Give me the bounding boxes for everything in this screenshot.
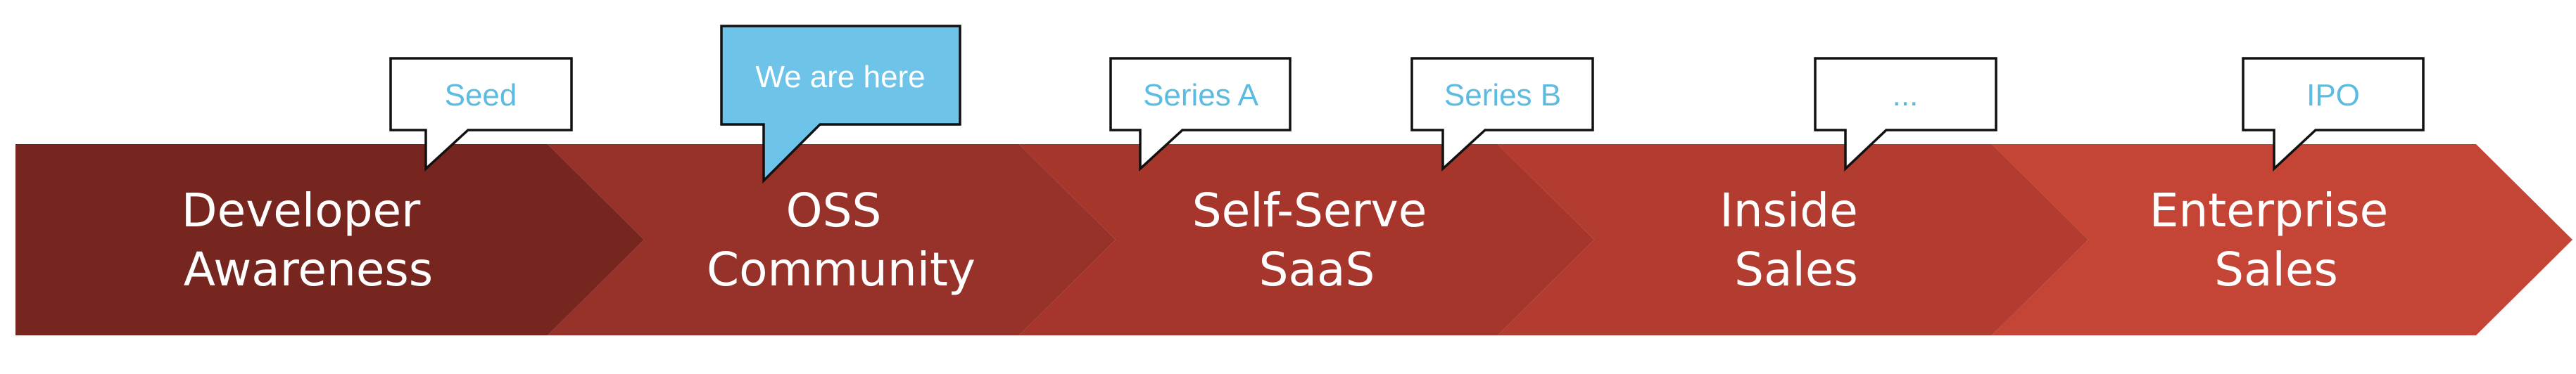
stage-label-self-serve-saas: Self-Serve SaaS [1192,183,1442,297]
stage-band-oss-community [548,144,1116,335]
stage-bands [15,144,2572,335]
callout-ipo: IPO [2242,57,2425,172]
callout-ellipsis: ... [1814,57,1997,172]
callout-label-we-are-here: We are here [755,60,925,94]
stage-label-oss-community: OSS Community [707,183,976,297]
callout-bubble-ellipsis [1814,57,1997,172]
stage-label-enterprise-sales: Enterprise Sales [2149,183,2404,297]
callout-series-b: Series B [1410,57,1594,172]
callout-we-are-here: We are here [720,25,961,184]
funding-callouts: Seed We are here Series A Series B ... I… [389,25,2425,184]
stage-label-developer-awareness: Developer Awareness [182,183,435,297]
callout-bubble-series-a [1109,57,1292,172]
callout-seed: Seed [389,57,573,172]
callout-bubble-we-are-here [720,25,961,184]
callout-label-series-b: Series B [1444,78,1561,112]
stage-label-inside-sales: Inside Sales [1719,183,1873,297]
callout-series-a: Series A [1109,57,1292,172]
callout-bubble-series-b [1410,57,1594,172]
callout-bubble-ipo [2242,57,2425,172]
stage-band-inside-sales [1498,144,2088,335]
callout-label-seed: Seed [445,78,517,112]
stage-labels: Developer Awareness OSS Community Self-S… [182,183,2404,297]
callout-label-ipo: IPO [2306,78,2360,112]
stage-band-developer-awareness [15,144,644,335]
stage-band-enterprise-sales [1992,144,2572,335]
callout-bubble-seed [389,57,573,172]
stage-band-self-serve-saas [1019,144,1594,335]
callout-label-series-a: Series A [1143,78,1259,112]
callout-label-ellipsis: ... [1893,78,1919,112]
